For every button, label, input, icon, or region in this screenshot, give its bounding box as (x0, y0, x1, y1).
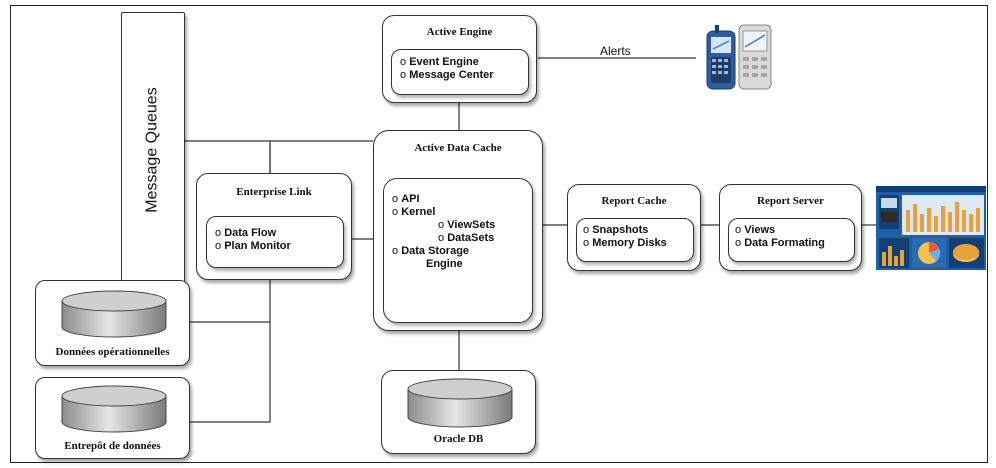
active-data-cache-box: Active Data Cache API Kernel ViewSets Da… (373, 130, 543, 331)
report-cache-title: Report Cache (601, 195, 667, 207)
database-cylinder-icon (406, 377, 514, 429)
active-data-cache-title: Active Data Cache (414, 142, 502, 154)
adc-sub-item: DataSets (392, 232, 524, 245)
database-cylinder-icon (60, 289, 168, 339)
report-server-item: Data Formating (735, 237, 848, 250)
adc-item: API (392, 193, 524, 206)
report-cache-item: Memory Disks (583, 237, 687, 250)
adc-sub-item: ViewSets (392, 219, 524, 232)
enterprise-link-item: Data Flow (215, 227, 335, 240)
oracle-db-label: Oracle DB (433, 433, 484, 445)
report-cache-box: Report Cache Snapshots Memory Disks (567, 184, 701, 271)
diagram-frame (10, 5, 988, 463)
active-data-cache-inner: API Kernel ViewSets DataSets Data Storag… (383, 178, 533, 323)
active-engine-box: Active Engine Event Engine Message Cente… (382, 15, 537, 103)
report-server-box: Report Server Views Data Formating (719, 184, 862, 271)
data-warehouse-box: Entrepôt de données (35, 377, 190, 459)
adc-storage-line1: Data Storage (392, 245, 524, 258)
adc-storage-line2: Engine (426, 258, 463, 270)
enterprise-link-item: Plan Monitor (215, 240, 335, 253)
mobile-phones-icon (695, 23, 781, 95)
database-cylinder-icon (60, 384, 168, 434)
report-server-item: Views (735, 224, 848, 237)
enterprise-link-box: Enterprise Link Data Flow Plan Monitor (196, 173, 352, 280)
enterprise-link-inner: Data Flow Plan Monitor (206, 216, 344, 268)
active-engine-title: Active Engine (426, 26, 493, 38)
message-queues-box: Message Queues (121, 12, 185, 288)
active-engine-inner: Event Engine Message Center (391, 49, 529, 95)
oracle-db-box: Oracle DB (381, 370, 536, 454)
enterprise-link-title: Enterprise Link (236, 186, 312, 198)
operational-data-box: Données opérationnelles (35, 280, 190, 366)
report-server-inner: Views Data Formating (728, 218, 855, 262)
message-queues-label: Message Queues (144, 87, 161, 213)
active-engine-item: Message Center (400, 69, 520, 82)
operational-data-label: Données opérationnelles (55, 346, 170, 358)
active-engine-item: Event Engine (400, 56, 520, 69)
report-cache-item: Snapshots (583, 224, 687, 237)
data-warehouse-label: Entrepôt de données (64, 440, 161, 452)
adc-item: Kernel (392, 206, 524, 219)
dashboard-screenshot-icon (876, 186, 986, 270)
alerts-label: Alerts (600, 44, 631, 58)
report-cache-inner: Snapshots Memory Disks (576, 218, 694, 262)
report-server-title: Report Server (757, 195, 824, 207)
